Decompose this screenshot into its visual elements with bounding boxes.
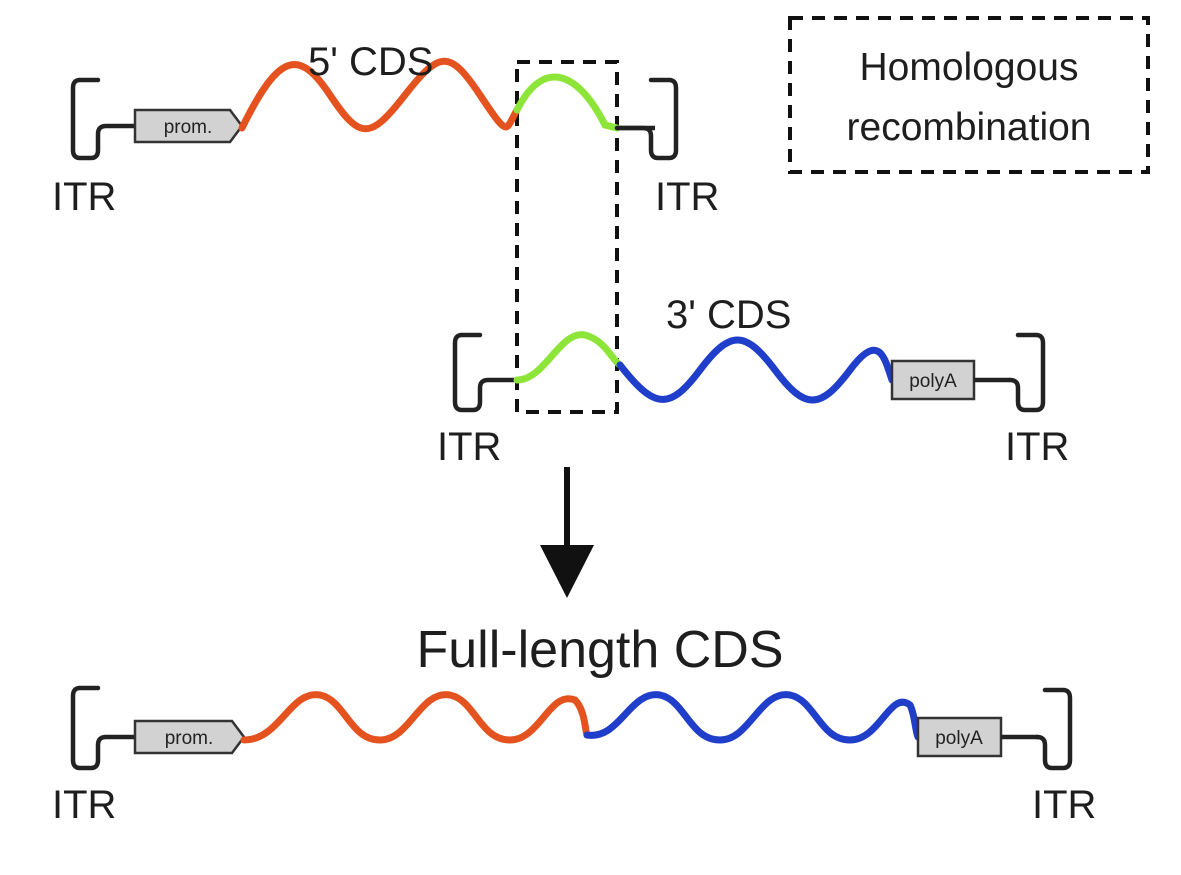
cds-3prime-label: 3' CDS [666,293,791,337]
itr-label: ITR [655,175,719,219]
vector-5prime: prom. 5' CDS ITR ITR [52,40,719,219]
polya-label: polyA [909,371,957,392]
itr-hairpin-icon [1007,332,1046,413]
cds-5prime-wave [240,691,591,744]
promoter-element [133,719,246,755]
down-arrow-icon [540,467,594,598]
vector-3prime: polyA 3' CDS ITR ITR [437,293,1069,469]
legend-line-2: recombination [847,106,1092,149]
promoter-label: prom. [165,728,214,749]
itr-hairpin-icon [452,332,520,413]
legend-box: Homologous recombination [788,16,1150,174]
homology-region-box [515,60,619,414]
itr-label: ITR [52,175,116,219]
itr-hairpin-icon [70,685,138,771]
cds-3prime-wave [616,336,896,404]
itr-hairpin-icon [70,77,138,161]
itr-label: ITR [437,425,501,469]
legend-line-1: Homologous [860,46,1079,89]
result-title: Full-length CDS [416,621,783,679]
polya-element [916,716,1003,758]
homology-wave-middle [513,331,624,384]
cds-5prime-label: 5' CDS [308,40,433,84]
itr-label: ITR [1005,425,1069,469]
promoter-element [133,108,244,144]
homology-wave-top [513,73,621,132]
polya-label: polyA [935,728,983,749]
itr-hairpin-icon [1034,687,1073,771]
full-length-construct: Full-length CDS prom. polyA ITR ITR [52,621,1096,827]
cds-5prime-wave [238,57,521,133]
cds-3prime-wave [583,691,922,744]
promoter-label: prom. [164,117,213,138]
itr-hairpin-icon [614,77,679,161]
itr-label: ITR [1032,783,1096,827]
legend-border [788,16,1150,174]
itr-label: ITR [52,783,116,827]
